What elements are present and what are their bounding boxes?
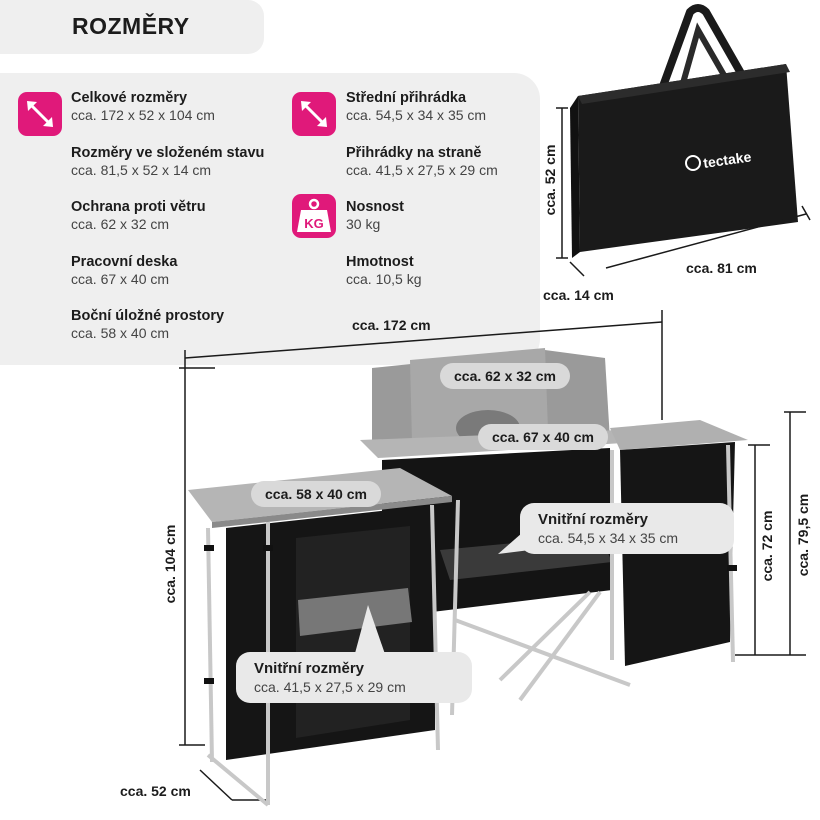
kitchen-total-width-dimension: cca. 172 cm — [352, 317, 431, 333]
spec-item: Nosnost 30 kg — [346, 199, 404, 232]
carry-bag-illustration: tectake — [556, 4, 811, 277]
spec-value: cca. 67 x 40 cm — [71, 271, 170, 287]
kitchen-depth-dimension: cca. 52 cm — [120, 783, 191, 799]
spec-item: Boční úložné prostory cca. 58 x 40 cm — [71, 308, 224, 341]
spec-value: cca. 41,5 x 27,5 x 29 cm — [346, 162, 498, 178]
weight-kg-icon: KG — [292, 194, 336, 238]
bag-height-dimension: cca. 52 cm — [542, 144, 558, 216]
callout-value: cca. 41,5 x 27,5 x 29 cm — [254, 679, 406, 695]
side-top-dimension-tag: cca. 58 x 40 cm — [251, 481, 381, 507]
diagonal-arrow-icon — [292, 92, 336, 136]
spec-value: cca. 172 x 52 x 104 cm — [71, 107, 215, 123]
spec-item: Ochrana proti větru cca. 62 x 32 cm — [71, 199, 206, 232]
windscreen-dimension-tag: cca. 62 x 32 cm — [440, 363, 570, 389]
spec-label: Pracovní deska — [71, 254, 178, 270]
spec-item: Rozměry ve složeném stavu cca. 81,5 x 52… — [71, 145, 264, 178]
spec-value: cca. 54,5 x 34 x 35 cm — [346, 107, 487, 123]
spec-label: Ochrana proti větru — [71, 199, 206, 215]
page-title: ROZMĚRY — [72, 13, 190, 39]
spec-label: Boční úložné prostory — [71, 308, 225, 324]
callout-pointer — [354, 605, 386, 657]
inner-middle-callout: Vnitřní rozměry cca. 54,5 x 34 x 35 cm — [520, 503, 734, 554]
spec-item: Střední přihrádka cca. 54,5 x 34 x 35 cm — [346, 90, 486, 123]
spec-value: 30 kg — [346, 216, 381, 232]
diagonal-arrow-icon — [18, 92, 62, 136]
spec-item: Celkové rozměry cca. 172 x 52 x 104 cm — [71, 90, 215, 123]
callout-value: cca. 54,5 x 34 x 35 cm — [538, 530, 679, 546]
brand-logo-text: tectake — [702, 148, 752, 171]
worktop-dimension-tag: cca. 67 x 40 cm — [478, 424, 608, 450]
spec-value: cca. 62 x 32 cm — [71, 216, 170, 232]
right-height-low-dimension: cca. 72 cm — [759, 510, 775, 582]
spec-label: Nosnost — [346, 199, 404, 215]
spec-label: Celkové rozměry — [71, 90, 188, 106]
inner-side-callout: Vnitřní rozměry cca. 41,5 x 27,5 x 29 cm — [236, 652, 472, 703]
bag-depth-dimension: cca. 14 cm — [543, 287, 614, 303]
specs-panel — [0, 73, 540, 365]
spec-label: Přihrádky na straně — [346, 145, 482, 161]
spec-item: Pracovní deska cca. 67 x 40 cm — [71, 254, 177, 287]
spec-item: Hmotnost cca. 10,5 kg — [346, 254, 422, 287]
kg-icon-text: KG — [304, 216, 324, 231]
right-height-high-dimension: cca. 79,5 cm — [795, 493, 811, 577]
spec-label: Rozměry ve složeném stavu — [71, 145, 265, 161]
callout-label: Vnitřní rozměry — [254, 660, 365, 677]
spec-value: cca. 81,5 x 52 x 14 cm — [71, 162, 212, 178]
kitchen-height-dimension: cca. 104 cm — [162, 524, 178, 604]
camping-kitchen-illustration — [179, 310, 806, 807]
title-banner — [0, 0, 264, 54]
spec-label: Hmotnost — [346, 254, 414, 270]
spec-value: cca. 10,5 kg — [346, 271, 422, 287]
callout-label: Vnitřní rozměry — [538, 511, 649, 528]
spec-label: Střední přihrádka — [346, 90, 467, 106]
spec-item: Přihrádky na straně cca. 41,5 x 27,5 x 2… — [346, 145, 498, 178]
bag-width-dimension: cca. 81 cm — [686, 260, 757, 276]
spec-value: cca. 58 x 40 cm — [71, 325, 170, 341]
